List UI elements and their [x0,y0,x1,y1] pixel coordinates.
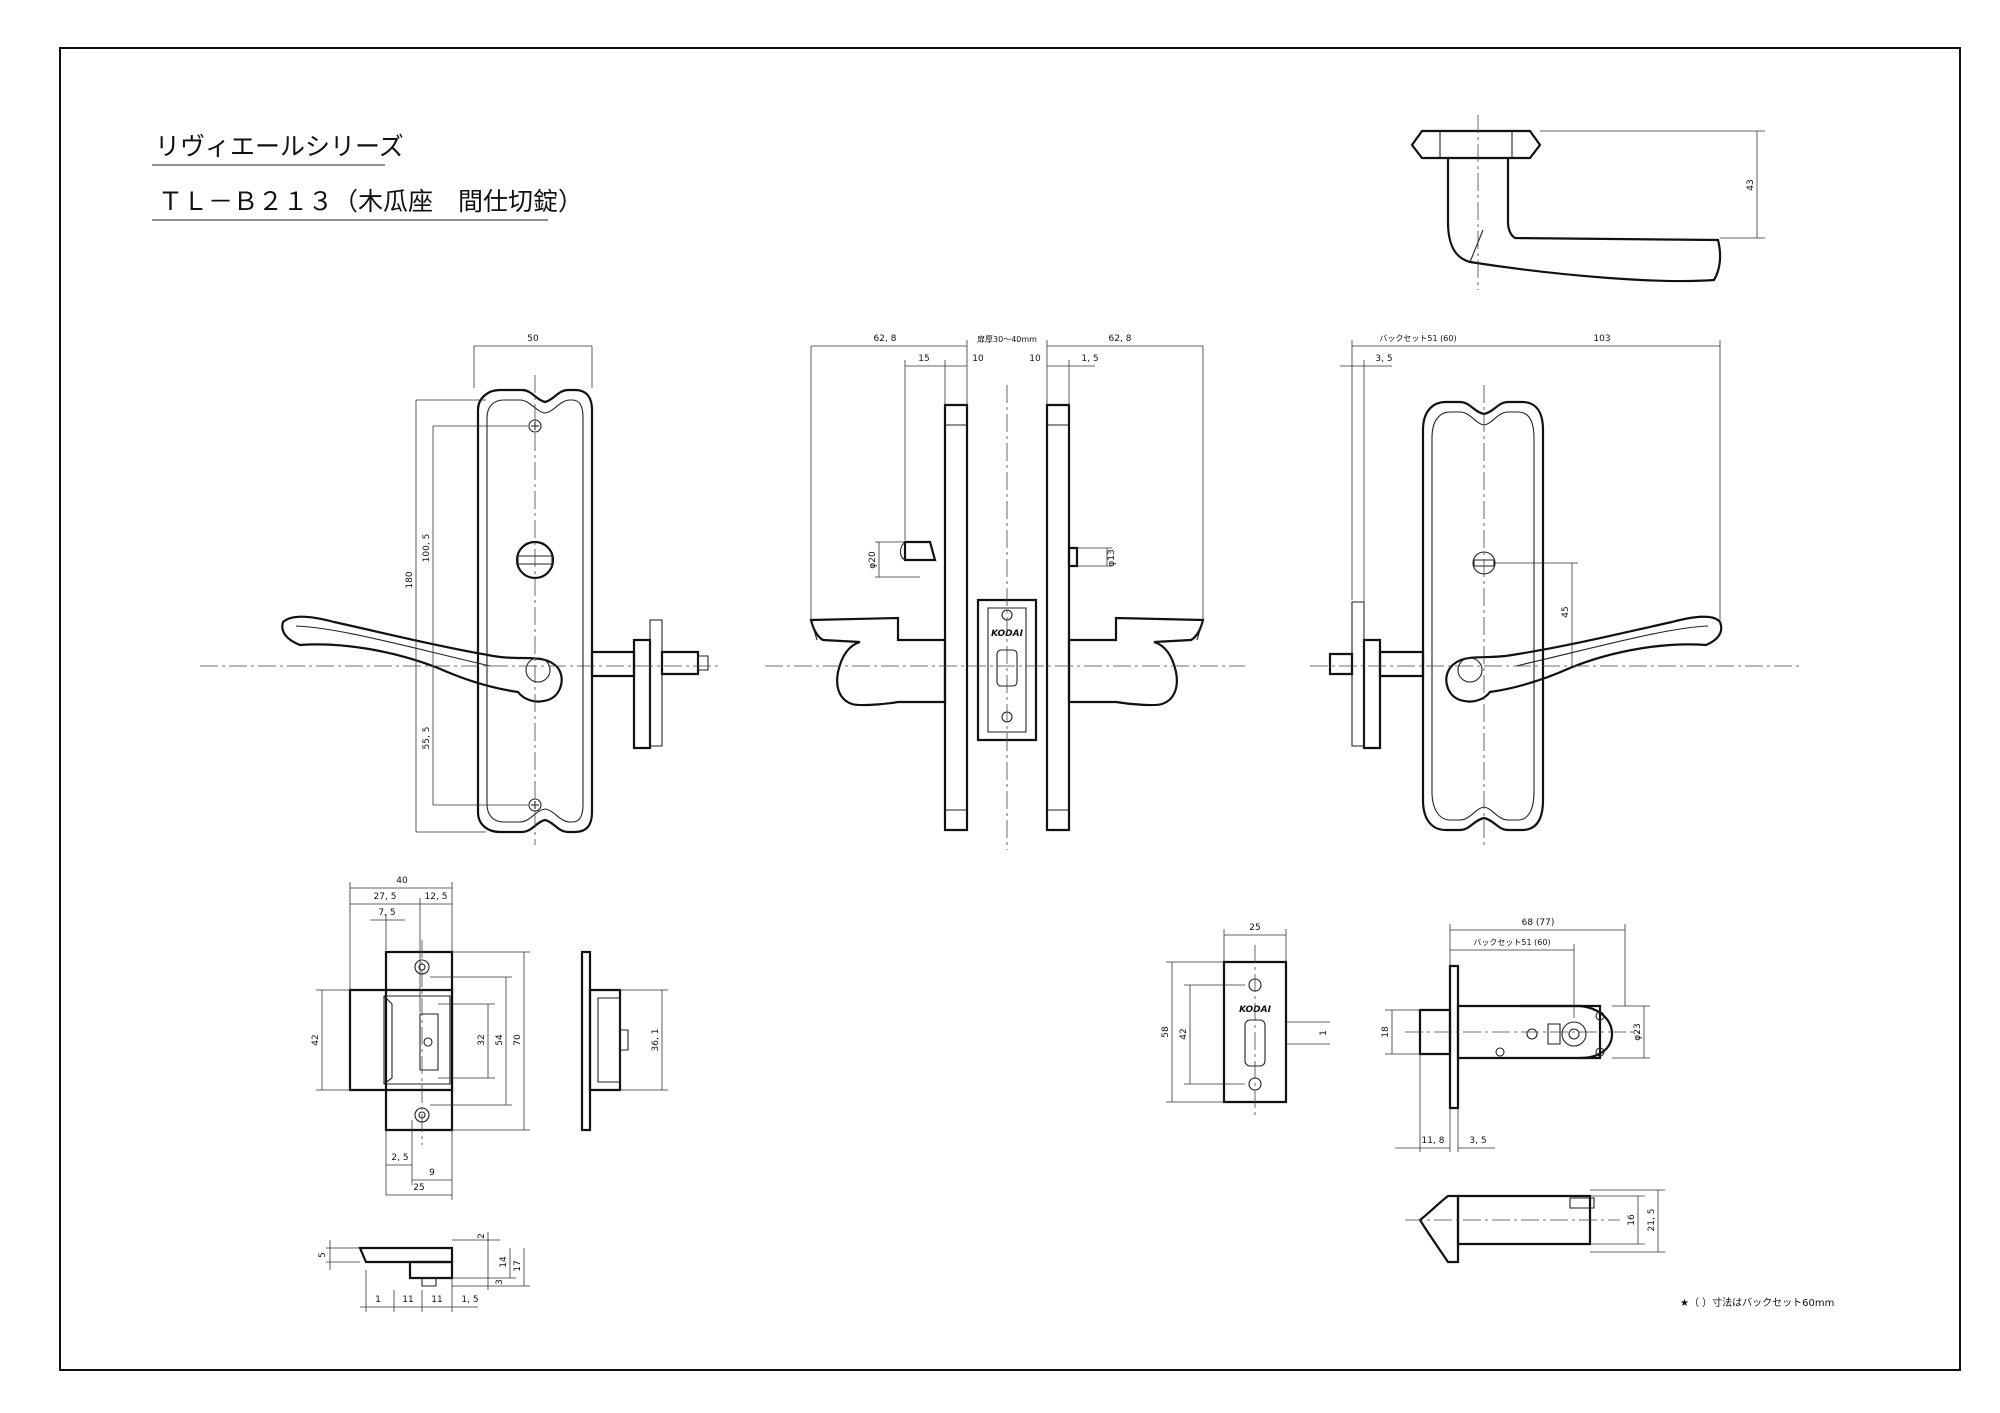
side-right-rose-label: 10 [1029,354,1041,364]
strike-w2-label: 12, 5 [425,892,448,902]
escutcheon-back-outer [1423,402,1543,830]
coin-dia-label: φ13 [1107,549,1117,566]
strike-w3-label: 7, 5 [378,908,395,918]
strike-t17-label: 17 [513,1260,523,1271]
model-title: ＴＬ－Ｂ２１３（木瓜座 間仕切錠） [158,187,583,216]
front-view: 50 180 100, 5 55, 5 [200,334,720,845]
strike-h3-label: 54 [495,1034,505,1046]
lever-left-side [811,618,945,705]
coin-turn-right [1069,548,1077,566]
side-view: KODAI 62, 8 62, 8 扉厚30〜40mm 15 10 10 1, … [765,334,1245,850]
latch-l1-label: 11, 8 [1422,1136,1445,1146]
latch-side-view: 16 21, 5 [1405,1190,1665,1262]
strike-b3-label: 25 [413,1183,424,1193]
lever-height-label: 43 [1746,179,1756,190]
strike-s2-label: 11 [402,1295,413,1305]
side-right-gap-label: 1, 5 [1081,354,1098,364]
side-left-depth-label: 15 [918,354,929,364]
rose-left [945,405,967,830]
latch-h1-label: 18 [1381,1026,1391,1038]
latch-total-label: 68 (77) [1522,918,1555,928]
latch-dia-label: φ23 [1633,1023,1643,1040]
escutcheon-back-inner [1432,412,1534,820]
strike-s3-label: 11 [431,1295,442,1305]
strike-h4-label: 70 [513,1034,523,1046]
backset-note: ★（ ）寸法はバックセット60mm [1680,1296,1834,1309]
escutcheon-inner [487,400,583,822]
faceplate-view: KODAI 25 58 42 1 [1161,923,1330,1115]
rose-right [1047,405,1069,830]
lever-handle-back [1446,617,1721,702]
side-left-rose-label: 10 [972,354,984,364]
drawing-border [60,48,1960,1370]
series-title: リヴィエールシリーズ [155,132,404,161]
latch-view: 68 (77) バックセット51 (60) 18 φ23 11, 8 3, 5 [1381,918,1650,1152]
faceplate-h2-label: 42 [1179,1028,1189,1039]
faceplate-width-label: 25 [1249,923,1260,933]
faceplate-h1-label: 58 [1161,1026,1171,1038]
strike-h2-label: 32 [477,1034,487,1045]
strike-s1-label: 1 [375,1295,381,1305]
strike-t14-label: 14 [499,1256,509,1268]
lever-right-side [1069,618,1203,705]
strike-t2-label: 2 [477,1233,487,1239]
latch-side-h1-label: 16 [1627,1214,1637,1226]
spindle-back [1380,652,1423,676]
side-left-proj-label: 62, 8 [874,334,897,344]
spindle-front [592,652,634,676]
back-backset-label: バックセット51 (60) [1379,334,1456,343]
strike-b1-label: 2, 5 [391,1153,408,1163]
front-width-label: 50 [527,334,539,344]
latch-backset-label: バックセット51 (60) [1473,938,1550,947]
strike-thick-label: 5 [318,1252,328,1258]
knob-dia-label: φ20 [868,551,878,569]
front-lower-label: 55, 5 [422,727,432,750]
lever-top-view: 43 [1412,115,1765,290]
strike-w1-label: 27, 5 [374,892,397,902]
lever-handle-front [282,617,561,702]
back-length-label: 103 [1593,334,1610,344]
front-height-label: 180 [405,571,415,588]
strike-bottom-view: 5 2 3 14 17 1 11 11 1, 5 [318,1232,530,1312]
strike-b2-label: 9 [429,1168,435,1178]
strike-front-view: 40 27, 5 12, 5 7, 5 42 32 54 70 2, 5 9 2… [311,876,530,1200]
strike-depth-label: 36, 1 [651,1029,661,1052]
front-upper-label: 100, 5 [422,534,432,563]
strike-t3-label: 3 [495,1279,505,1285]
strike-plate [386,952,452,1130]
strike-width-label: 40 [396,876,408,886]
back-latch-offset-label: 3, 5 [1375,354,1392,364]
back-height-label: 45 [1561,606,1571,617]
strike-h1-label: 42 [311,1034,321,1045]
escutcheon-outer [478,390,592,832]
latch-side-h2-label: 21, 5 [1647,1209,1657,1232]
latch-l2-label: 3, 5 [1469,1136,1486,1146]
strike-s4-label: 1, 5 [461,1295,478,1305]
back-view: バックセット51 (60) 103 3, 5 45 [1310,334,1800,845]
strike-side-view: 36, 1 [582,952,668,1130]
knob-left [905,542,935,560]
side-right-proj-label: 62, 8 [1109,334,1132,344]
faceplate-offset-label: 1 [1319,1030,1329,1036]
door-thickness-label: 扉厚30〜40mm [977,334,1037,344]
